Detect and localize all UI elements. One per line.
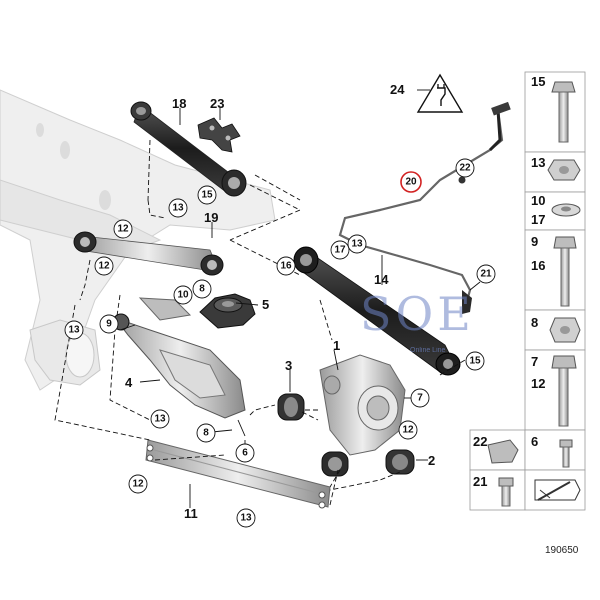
tie-plate-11 <box>145 439 331 509</box>
panel-label-16: 16 <box>531 258 545 273</box>
label-23: 23 <box>210 96 224 111</box>
circled-callout-texts: 13 15 12 12 10 8 9 13 8 6 13 12 13 16 17… <box>68 163 492 524</box>
callout-12-b: 12 <box>98 261 110 272</box>
highlight-ring-20 <box>400 171 422 193</box>
bracket-23 <box>197 117 241 153</box>
panel-label-17: 17 <box>531 212 545 227</box>
callout-15-a: 15 <box>201 190 213 201</box>
reference-number: 190650 <box>545 545 579 556</box>
callout-16: 16 <box>280 261 292 272</box>
label-14: 14 <box>374 272 389 287</box>
part-labels: 18 23 19 5 3 1 2 4 11 14 24 190650 <box>125 82 579 556</box>
panel-label-21: 21 <box>473 474 487 489</box>
label-11: 11 <box>184 506 198 521</box>
label-19: 19 <box>204 210 218 225</box>
panel-label-9: 9 <box>531 234 538 249</box>
label-4: 4 <box>125 375 133 390</box>
panel-label-12: 12 <box>531 376 545 391</box>
panel-label-8: 8 <box>531 315 538 330</box>
hardware-panel: 15 13 10 17 9 16 8 7 12 22 6 21 <box>469 71 586 511</box>
circled-callouts <box>64 158 496 528</box>
panel-label-7: 7 <box>531 354 538 369</box>
callout-8-b: 8 <box>203 428 209 439</box>
label-18: 18 <box>172 96 186 111</box>
watermark: SOE Online Line <box>360 287 475 354</box>
panel-label-13: 13 <box>531 155 545 170</box>
label-3: 3 <box>285 358 292 373</box>
callout-9: 9 <box>106 319 112 330</box>
wheel-carrier-1 <box>319 354 406 456</box>
callout-17: 17 <box>334 245 346 256</box>
callout-8-a: 8 <box>199 284 205 295</box>
callout-7: 7 <box>417 393 423 404</box>
panel-label-10: 10 <box>531 193 545 208</box>
bushing-3 <box>277 393 305 421</box>
callout-12-c: 12 <box>132 479 144 490</box>
bushing-2 <box>321 449 415 477</box>
callout-13-c: 13 <box>154 414 166 425</box>
callout-21: 21 <box>480 269 492 280</box>
panel-label-22: 22 <box>473 434 487 449</box>
callout-13-a: 13 <box>172 203 184 214</box>
callout-15-b: 15 <box>469 356 481 367</box>
rubber-mount-5 <box>199 293 256 329</box>
electrical-warning-triangle-24 <box>416 73 464 113</box>
upper-control-arm-18 <box>130 101 247 197</box>
label-24: 24 <box>390 82 405 97</box>
callout-13-b: 13 <box>68 325 80 336</box>
control-arm-19 <box>73 231 224 276</box>
callout-12-a: 12 <box>117 224 129 235</box>
callout-22: 22 <box>459 163 471 174</box>
control-arm-14 <box>293 246 461 376</box>
callout-13-e: 13 <box>351 239 363 250</box>
callout-13-d: 13 <box>240 513 252 524</box>
callout-6: 6 <box>242 448 248 459</box>
wear-sensor-cable-20 <box>338 101 511 314</box>
panel-label-6: 6 <box>531 434 538 449</box>
label-5: 5 <box>262 297 269 312</box>
label-1: 1 <box>333 338 340 353</box>
watermark-subtext: Online Line <box>410 347 446 354</box>
label-2: 2 <box>428 453 435 468</box>
subframe <box>0 89 276 391</box>
callout-20: 20 <box>405 177 417 188</box>
watermark-text: SOE <box>360 287 475 341</box>
panel-label-15: 15 <box>531 74 545 89</box>
callout-12-d: 12 <box>402 425 414 436</box>
callout-10: 10 <box>177 290 189 301</box>
